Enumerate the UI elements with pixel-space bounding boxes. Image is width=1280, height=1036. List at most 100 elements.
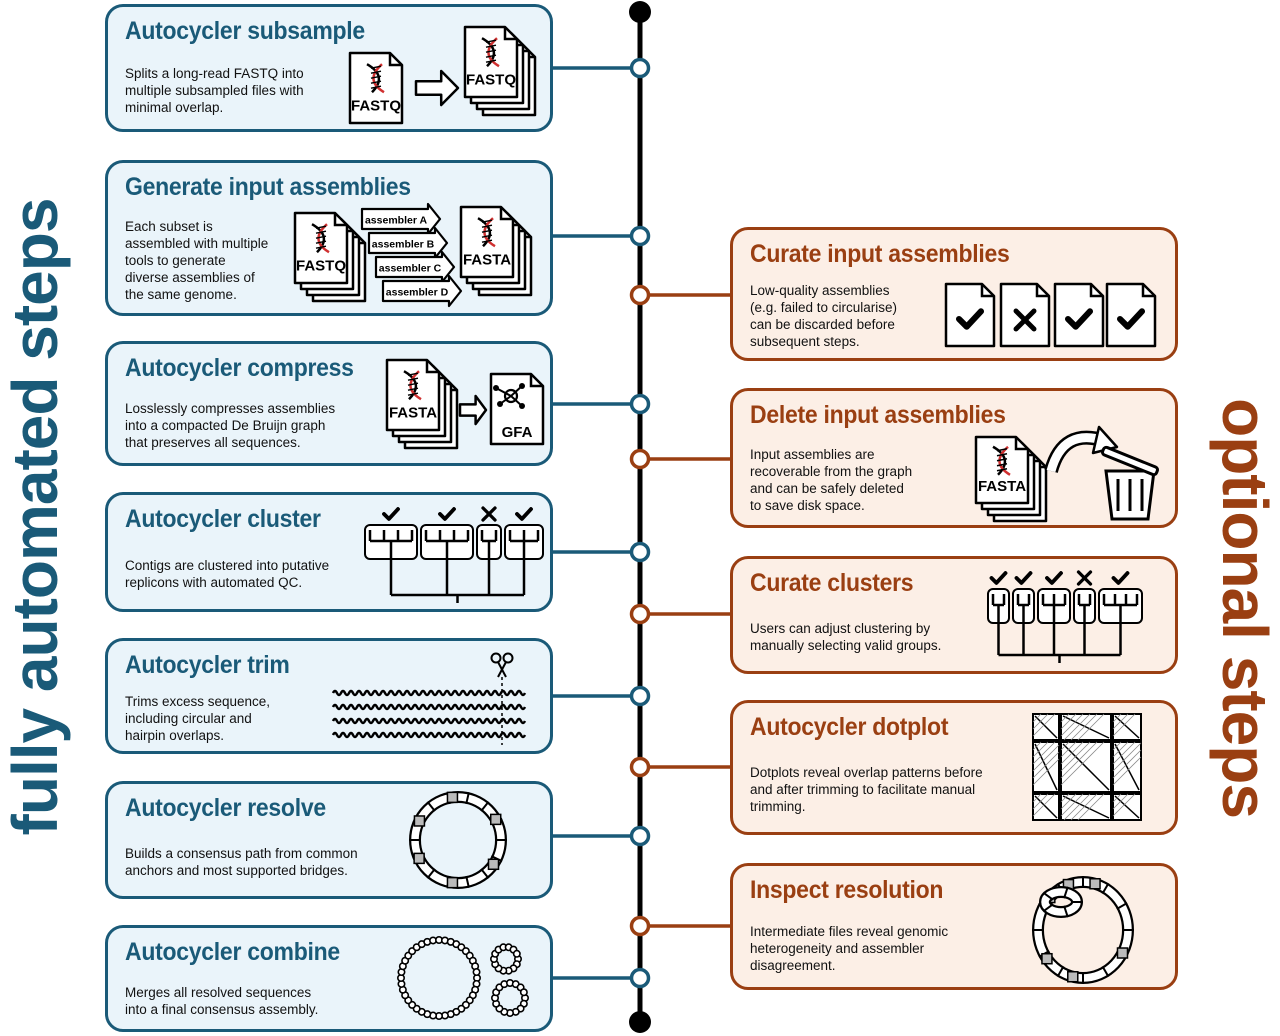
check-icon [1116, 308, 1146, 330]
cluster-check-icon [382, 507, 400, 521]
optional-steps-label: optional steps [1209, 398, 1280, 818]
cluster-check-icon [515, 507, 533, 521]
description-line: manually selecting valid groups. [750, 638, 942, 653]
automated-step-node [629, 57, 651, 79]
description-line: the same genome. [125, 286, 237, 302]
description-line: assembled with multiple [125, 235, 269, 251]
description-line: Splits a long-read FASTQ into [125, 65, 304, 81]
fastq-file-icon: FASTQ [351, 97, 401, 114]
description-line: Intermediate files reveal genomic [750, 924, 949, 939]
cross-icon [481, 506, 497, 522]
cross-icon [1076, 570, 1093, 586]
delete-assemblies-icon: FASTA [974, 425, 1159, 523]
automated-step-node [629, 685, 651, 707]
step-description: Losslessly compresses assemblies into a c… [125, 400, 335, 451]
scissors-icon [490, 652, 514, 678]
step-description: Users can adjust clustering by manually s… [750, 620, 941, 654]
automated-steps-label: fully automated steps [0, 198, 71, 836]
resolution-ring-icon [1032, 876, 1134, 984]
cluster-check-icon [1045, 571, 1063, 585]
step-illustration [409, 791, 507, 889]
description-line: including circular and [125, 710, 252, 726]
consensus-ring-icon [409, 791, 507, 889]
cluster-check-icon [989, 571, 1008, 585]
cross-icon [1013, 308, 1037, 332]
dotplot-grid-icon [1032, 713, 1142, 821]
cluster-check-icon [438, 507, 456, 521]
step-title: Generate input assemblies [125, 173, 411, 201]
automated-step-node [629, 541, 651, 563]
assembler-label: assembler C [379, 263, 442, 275]
description-line: Builds a consensus path from common [125, 846, 358, 861]
step-title: Autocycler trim [125, 651, 290, 679]
compress-icon: FASTA GFA [385, 358, 545, 450]
step-illustration [1032, 876, 1134, 984]
description-line: that preserves all sequences. [125, 435, 301, 450]
step-title: Autocycler subsample [125, 17, 365, 45]
cluster-check-icon [1014, 571, 1033, 585]
automated-step-node [629, 393, 651, 415]
fastq-split-icon: FASTQ FASTQ [348, 25, 537, 125]
description-line: anchors and most supported bridges. [125, 863, 348, 878]
description-line: disagreement. [750, 958, 836, 973]
step-illustration [987, 570, 1143, 663]
fasta-files-icon: FASTA [389, 404, 437, 421]
fasta-files-icon: FASTA [463, 251, 511, 268]
description-line: multiple subsampled files with [125, 82, 304, 98]
assembler-label: assembler B [372, 239, 435, 251]
description-line: Dotplots reveal overlap patterns before [750, 765, 983, 780]
step-illustration [944, 282, 1157, 348]
description-line: Users can adjust clustering by [750, 621, 931, 636]
description-line: trimming. [750, 799, 806, 814]
description-line: Input assemblies are [750, 447, 875, 462]
step-illustration: FASTA GFA [385, 358, 545, 450]
step-title: Autocycler dotplot [750, 713, 949, 741]
optional-step-node [629, 915, 651, 937]
step-title: Curate clusters [750, 569, 914, 597]
automated-step-node [629, 967, 651, 989]
step-title: Curate input assemblies [750, 240, 1010, 268]
step-illustration [331, 652, 527, 745]
description-line: and after trimming to facilitate manual [750, 782, 976, 797]
step-title: Autocycler cluster [125, 505, 321, 533]
assembler-label: assembler D [386, 287, 449, 299]
description-line: Losslessly compresses assemblies [125, 401, 336, 416]
step-description: Low-quality assemblies(e.g. failed to ci… [750, 282, 897, 350]
fastq-files-icon: FASTQ [466, 71, 516, 88]
timeline-start-dot [629, 1, 651, 23]
description-line: into a compacted De Bruijn graph [125, 418, 326, 433]
timeline-end-dot [629, 1011, 651, 1033]
description-line: Low-quality assemblies [750, 283, 890, 298]
description-line: diverse assemblies of [125, 269, 255, 285]
step-description: Input assemblies are recoverable from the… [750, 446, 912, 514]
step-description: Trims excess sequence,including circular… [125, 693, 270, 744]
fasta-files-icon: FASTA [978, 478, 1026, 495]
step-illustration: FASTQ FASTQ [348, 25, 537, 125]
combined-replicons-icon [396, 936, 529, 1021]
step-title: Delete input assemblies [750, 401, 1006, 429]
description-line: recoverable from the graph [750, 464, 913, 479]
step-title: Autocycler compress [125, 354, 354, 382]
gfa-file-label: GFA [502, 424, 533, 441]
description-line: Each subset is [125, 218, 213, 234]
step-illustration [1032, 713, 1142, 821]
assembler-label: assembler A [365, 215, 427, 227]
automated-step-node [629, 825, 651, 847]
step-title: Autocycler combine [125, 938, 340, 966]
cluster-check-icon [1111, 571, 1130, 585]
description-line: Contigs are clustered into putative [125, 558, 330, 573]
check-icon [1064, 308, 1094, 330]
